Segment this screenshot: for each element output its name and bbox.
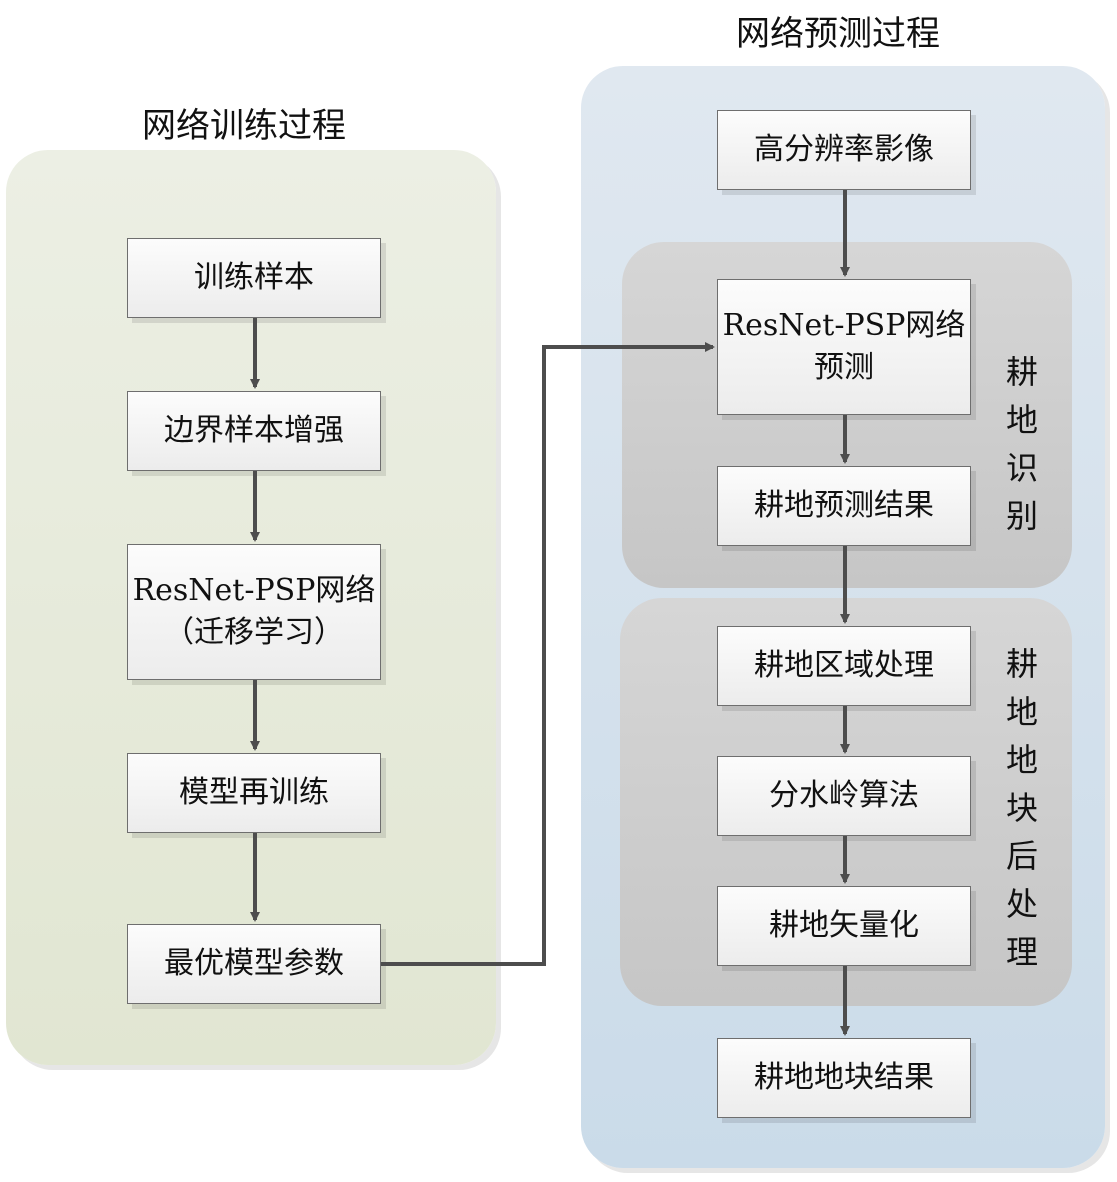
vectorize-label: 耕地矢量化: [769, 908, 919, 943]
training-title: 网络训练过程: [142, 106, 346, 146]
watershed-box[interactable]: 分水岭算法: [717, 756, 971, 836]
resnet-psp-predict-label: ResNet-PSP网络: [722, 308, 966, 343]
postprocess-group-label: 耕地地块后处理: [1005, 645, 1038, 971]
vectorize-box[interactable]: 耕地矢量化: [717, 886, 971, 966]
predict-label: 预测: [814, 350, 874, 385]
resnet-psp-transfer-box[interactable]: ResNet-PSP网络 （迁移学习）: [127, 544, 381, 680]
resnet-psp-label: ResNet-PSP网络: [132, 573, 376, 608]
model-retrain-box[interactable]: 模型再训练: [127, 753, 381, 833]
best-params-label: 最优模型参数: [164, 946, 344, 981]
cropland-region-box[interactable]: 耕地区域处理: [717, 626, 971, 706]
recognition-group-label: 耕地识别: [1005, 353, 1038, 535]
cropland-predict-result-box[interactable]: 耕地预测结果: [717, 466, 971, 546]
boundary-augment-label: 边界样本增强: [164, 413, 344, 448]
hires-image-box[interactable]: 高分辨率影像: [717, 110, 971, 190]
model-retrain-label: 模型再训练: [179, 775, 329, 810]
transfer-learning-label: （迁移学习）: [164, 615, 344, 650]
cropland-region-label: 耕地区域处理: [754, 648, 934, 683]
resnet-psp-predict-box[interactable]: ResNet-PSP网络 预测: [717, 279, 971, 415]
parcel-result-label: 耕地地块结果: [754, 1060, 934, 1095]
watershed-label: 分水岭算法: [769, 778, 919, 813]
hires-image-label: 高分辨率影像: [754, 132, 934, 167]
parcel-result-box[interactable]: 耕地地块结果: [717, 1038, 971, 1118]
cropland-predict-result-label: 耕地预测结果: [754, 488, 934, 523]
training-samples-label: 训练样本: [194, 260, 314, 295]
boundary-augment-box[interactable]: 边界样本增强: [127, 391, 381, 471]
prediction-title: 网络预测过程: [736, 14, 940, 54]
best-params-box[interactable]: 最优模型参数: [127, 924, 381, 1004]
training-samples-box[interactable]: 训练样本: [127, 238, 381, 318]
